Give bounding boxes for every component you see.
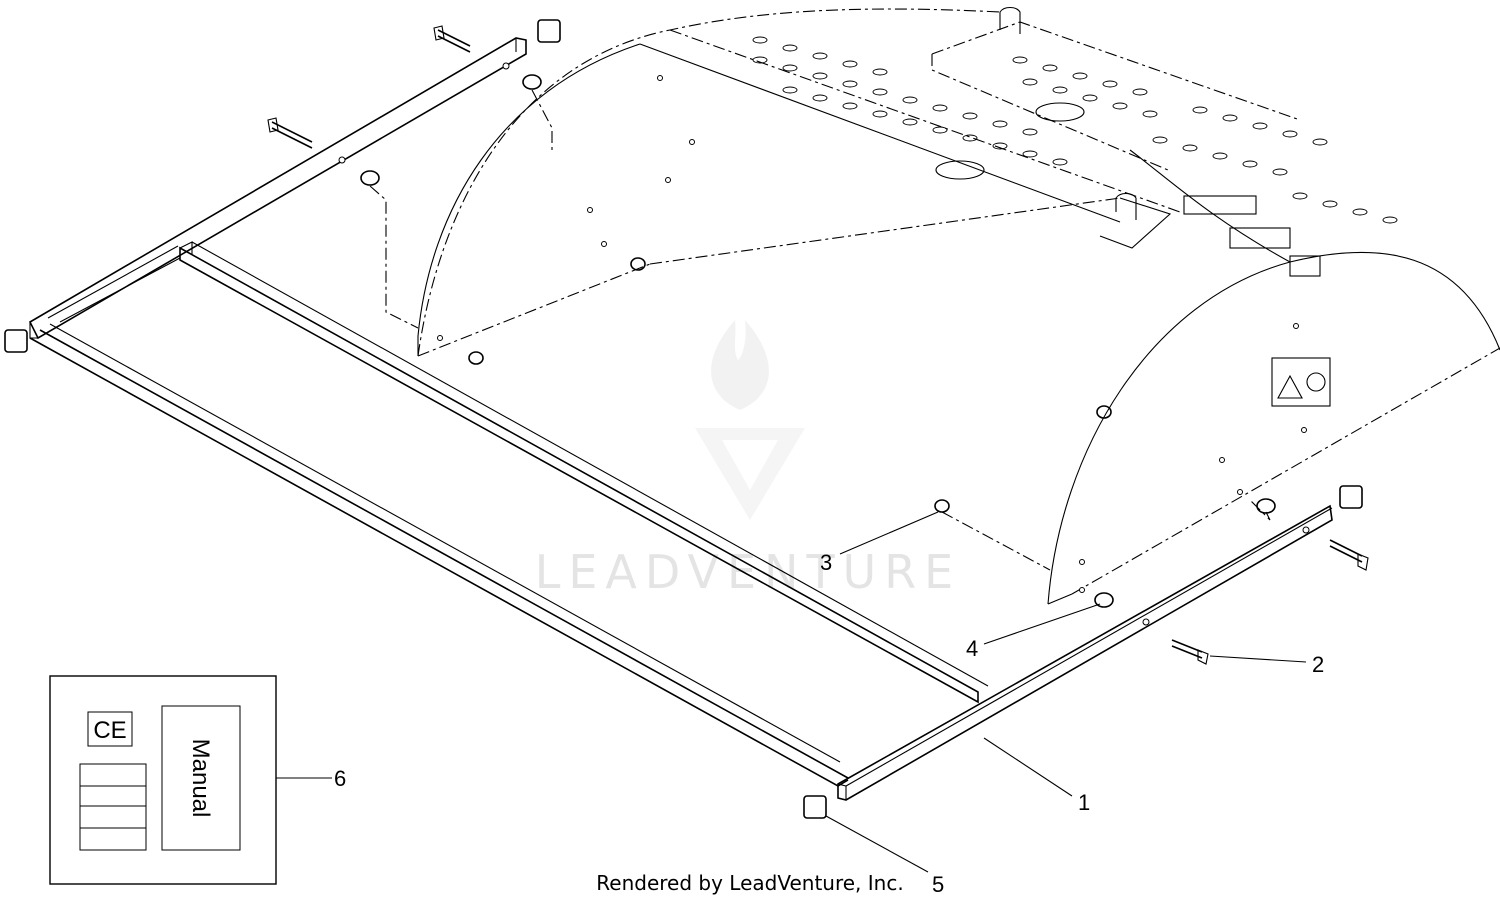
leader-lines <box>276 511 1307 873</box>
ce-mark: CE <box>93 717 126 744</box>
callout-5: 5 <box>932 872 944 897</box>
frame-assembly <box>28 37 1333 801</box>
callout-1: 1 <box>1078 790 1090 815</box>
callout-2: 2 <box>1312 652 1324 677</box>
watermark-logo-icon <box>695 320 805 520</box>
end-cap-items <box>4 19 1363 819</box>
documentation-kit-box: CE Manual <box>49 675 277 885</box>
perforated-cover <box>417 6 1500 605</box>
render-credit: Rendered by LeadVenture, Inc. <box>596 871 903 895</box>
callout-4: 4 <box>966 636 978 661</box>
callout-3: 3 <box>820 550 832 575</box>
watermark-text: LEADVENTURE <box>535 545 962 599</box>
callout-6: 6 <box>334 766 346 791</box>
manual-label: Manual <box>187 739 214 818</box>
bolt-items <box>267 25 1369 665</box>
nut-items <box>360 74 1276 608</box>
assembly-lines <box>369 89 1271 571</box>
